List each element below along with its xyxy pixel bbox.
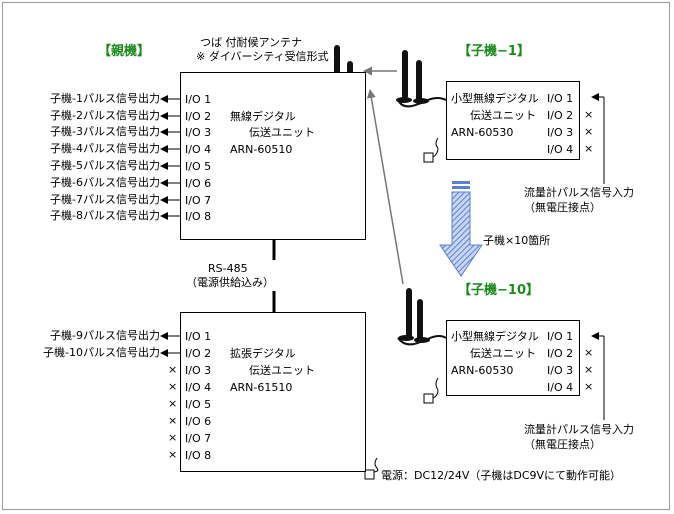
io-port-label: I/O 8 (185, 210, 212, 223)
unused-mark: × (168, 380, 178, 393)
extension-model: ARN-61510 (230, 381, 293, 394)
rs485-label: RS-485 (208, 262, 248, 275)
child10-radio-link (366, 89, 404, 285)
unused-mark: × (584, 380, 594, 393)
parent-output-label: 子機-6パルス信号出力 (50, 176, 160, 189)
unused-mark: × (584, 108, 594, 121)
io-port-label: I/O 5 (185, 398, 212, 411)
extension-output-label: 子機-9パルス信号出力 (50, 329, 160, 342)
child10-unit-name: 小型無線デジタル (451, 330, 539, 343)
io-port-label: I/O 1 (547, 92, 574, 105)
unused-mark: × (168, 414, 178, 427)
unused-mark: × (168, 363, 178, 376)
parent-output-label: 子機-2パルス信号出力 (50, 109, 160, 122)
unused-mark: × (168, 397, 178, 410)
child1-input-label: 流量計パルス信号入力 (524, 186, 634, 199)
io-port-label: I/O 7 (185, 194, 212, 207)
parent-output-arrows (160, 95, 180, 220)
io-port-label: I/O 1 (547, 330, 574, 343)
extension-unit-box: I/O 1 I/O 2 I/O 3 I/O 4 I/O 5 I/O 6 I/O … (180, 312, 366, 472)
parent-output-label: 子機-3パルス信号出力 (50, 125, 160, 138)
child1-heading: 【子機−1】 (458, 44, 530, 59)
legend-power-plug-icon (364, 457, 379, 480)
io-port-label: I/O 1 (185, 93, 212, 106)
parent-output-label: 子機-7パルス信号出力 (50, 193, 160, 206)
io-port-label: I/O 2 (547, 347, 574, 360)
io-port-label: I/O 4 (547, 143, 574, 156)
parent-output-label: 子機-8パルス信号出力 (50, 209, 160, 222)
io-port-label: I/O 5 (185, 160, 212, 173)
antenna-note: つば 付耐候アンテナ (200, 36, 303, 49)
parent-unit-name: 無線デジタル (230, 110, 296, 123)
extension-output-label: 子機-10パルス信号出力 (43, 346, 160, 359)
child10-unit-name-2: 伝送ユニット (470, 347, 536, 360)
io-port-label: I/O 4 (547, 381, 574, 394)
io-port-label: I/O 8 (185, 449, 212, 462)
child1-antenna-icon (396, 50, 447, 108)
io-port-label: I/O 6 (185, 415, 212, 428)
parent-output-label: 子機-5パルス信号出力 (50, 159, 160, 172)
io-port-label: I/O 4 (185, 143, 212, 156)
child1-input-label-2: （無電圧接点） (524, 201, 601, 214)
unused-mark: × (168, 431, 178, 444)
unused-mark: × (168, 448, 178, 461)
child-count-label: 子機×10箇所 (483, 234, 551, 247)
unused-mark: × (584, 125, 594, 138)
child1-input-arrow (591, 93, 605, 184)
child10-antenna-icon (397, 288, 447, 346)
unused-mark: × (584, 142, 594, 155)
child1-unit-box: 小型無線デジタル 伝送ユニット ARN-60530 I/O 1 I/O 2 I/… (446, 81, 580, 160)
child10-input-label-2: （無電圧接点） (524, 438, 601, 451)
parent-unit-box: I/O 1 I/O 2 I/O 3 I/O 4 I/O 5 I/O 6 I/O … (180, 72, 366, 240)
child10-model: ARN-60530 (451, 364, 514, 377)
io-port-label: I/O 2 (547, 109, 574, 122)
io-port-label: I/O 7 (185, 432, 212, 445)
power-supply-label: （電源供給込み） (186, 276, 274, 289)
io-port-label: I/O 3 (547, 126, 574, 139)
io-port-label: I/O 1 (185, 330, 212, 343)
diversity-note: ※ ダイバーシティ受信形式 (196, 50, 329, 63)
extension-unit-name-2: 伝送ユニット (249, 364, 315, 377)
io-port-label: I/O 2 (185, 347, 212, 360)
extension-unit-name: 拡張デジタル (230, 347, 296, 360)
parent-output-label: 子機-1パルス信号出力 (50, 92, 160, 105)
io-port-label: I/O 3 (547, 364, 574, 377)
io-port-label: I/O 3 (185, 126, 212, 139)
child10-power-plug-icon (423, 377, 439, 404)
power-note: 電源：DC12/24V（子機はDC9Vにて動作可能） (381, 469, 622, 482)
child1-unit-name-2: 伝送ユニット (470, 109, 536, 122)
child10-heading: 【子機−10】 (458, 283, 539, 298)
child-count-arrow (439, 181, 483, 277)
parent-unit-name-2: 伝送ユニット (249, 126, 315, 139)
child10-input-label: 流量計パルス信号入力 (524, 423, 634, 436)
child10-input-arrow (591, 332, 605, 420)
child1-unit-name: 小型無線デジタル (451, 92, 539, 105)
unused-mark: × (584, 363, 594, 376)
io-port-label: I/O 6 (185, 177, 212, 190)
parent-model: ARN-60510 (230, 143, 293, 156)
parent-heading: 【親機】 (98, 44, 151, 59)
extension-output-arrows (160, 332, 180, 357)
unused-mark: × (584, 346, 594, 359)
child1-model: ARN-60530 (451, 126, 514, 139)
io-port-label: I/O 2 (185, 110, 212, 123)
parent-output-label: 子機-4パルス信号出力 (50, 142, 160, 155)
child1-power-plug-icon (423, 137, 439, 163)
diagram-frame (2, 2, 670, 510)
io-port-label: I/O 3 (185, 364, 212, 377)
child10-unit-box: 小型無線デジタル 伝送ユニット ARN-60530 I/O 1 I/O 2 I/… (446, 320, 580, 396)
io-port-label: I/O 4 (185, 381, 212, 394)
